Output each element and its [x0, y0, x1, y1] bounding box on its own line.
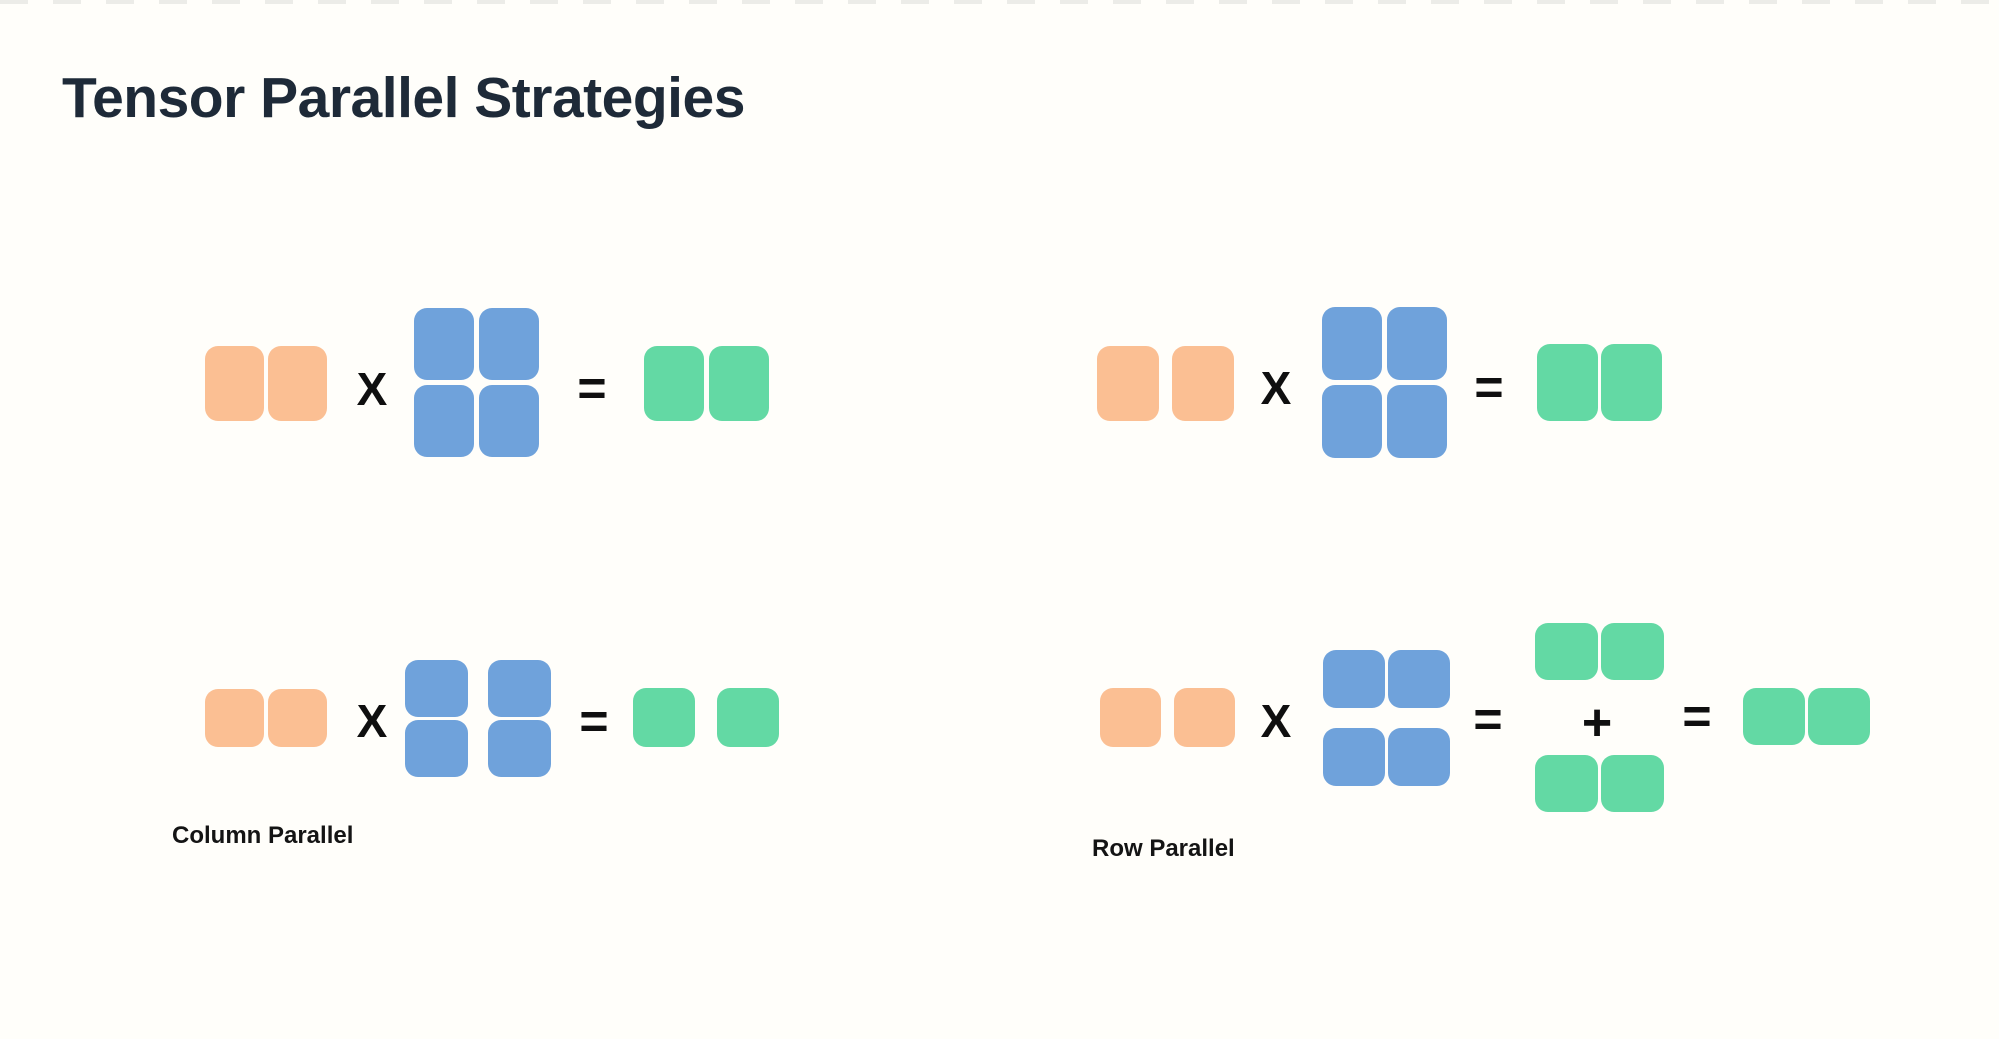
weight-matrix-cell — [1387, 307, 1447, 380]
output-row-vector-cell — [644, 346, 704, 421]
weight-column-shard-2-cell — [488, 720, 551, 777]
weight-column-shard-2-cell — [488, 660, 551, 717]
weight-row-shard-2-cell — [1388, 728, 1450, 786]
multiply-sign: X — [1260, 695, 1292, 747]
multiply-sign: X — [1260, 362, 1292, 414]
weight-matrix-cell — [1387, 385, 1447, 458]
weight-row-shard-1-cell — [1388, 650, 1450, 708]
input-row-vector-cell — [1172, 346, 1234, 421]
partial-output-bottom-cell — [1601, 755, 1664, 812]
partial-output-top-cell — [1601, 623, 1664, 680]
weight-column-shard-1-cell — [405, 660, 468, 717]
output-row-vector-cell — [1601, 344, 1662, 421]
partial-output-bottom-cell — [1535, 755, 1598, 812]
weight-matrix-cell — [414, 385, 474, 457]
output-row-vector-cell — [709, 346, 769, 421]
equals-sign: = — [1474, 359, 1504, 415]
weight-matrix-cell — [1322, 385, 1382, 458]
input-row-vector-cell — [1174, 688, 1235, 747]
equals-sign: = — [577, 360, 607, 416]
weight-matrix-cell — [1322, 307, 1382, 380]
output-row-vector-cell — [1537, 344, 1598, 421]
input-row-vector-cell — [1097, 346, 1159, 421]
weight-matrix-cell — [479, 385, 539, 457]
final-output-vector-cell — [1743, 688, 1805, 745]
row-parallel-label: Row Parallel — [1092, 835, 1235, 862]
column-parallel-label: Column Parallel — [172, 822, 354, 849]
slide-title: Tensor Parallel Strategies — [62, 66, 745, 130]
weight-matrix-cell — [414, 308, 474, 380]
final-output-vector-cell — [1808, 688, 1870, 745]
multiply-sign: X — [356, 363, 388, 415]
equals-sign: = — [579, 693, 609, 749]
output-shard-1-cell — [633, 688, 695, 747]
input-row-vector-cell — [268, 346, 327, 421]
input-row-vector-cell — [1100, 688, 1161, 747]
output-shard-2-cell — [717, 688, 779, 747]
input-row-vector-cell — [268, 689, 327, 747]
top-dashed-border — [0, 0, 1999, 4]
partial-output-top-cell — [1535, 623, 1598, 680]
equals-sign: = — [1473, 691, 1503, 747]
multiply-sign: X — [356, 695, 388, 747]
weight-column-shard-1-cell — [405, 720, 468, 777]
input-row-vector-cell — [205, 689, 264, 747]
weight-row-shard-2-cell — [1323, 728, 1385, 786]
equals-sign-2: = — [1682, 688, 1712, 744]
weight-matrix-cell — [479, 308, 539, 380]
plus-sign: + — [1581, 694, 1613, 752]
input-row-vector-cell — [205, 346, 264, 421]
weight-row-shard-1-cell — [1323, 650, 1385, 708]
